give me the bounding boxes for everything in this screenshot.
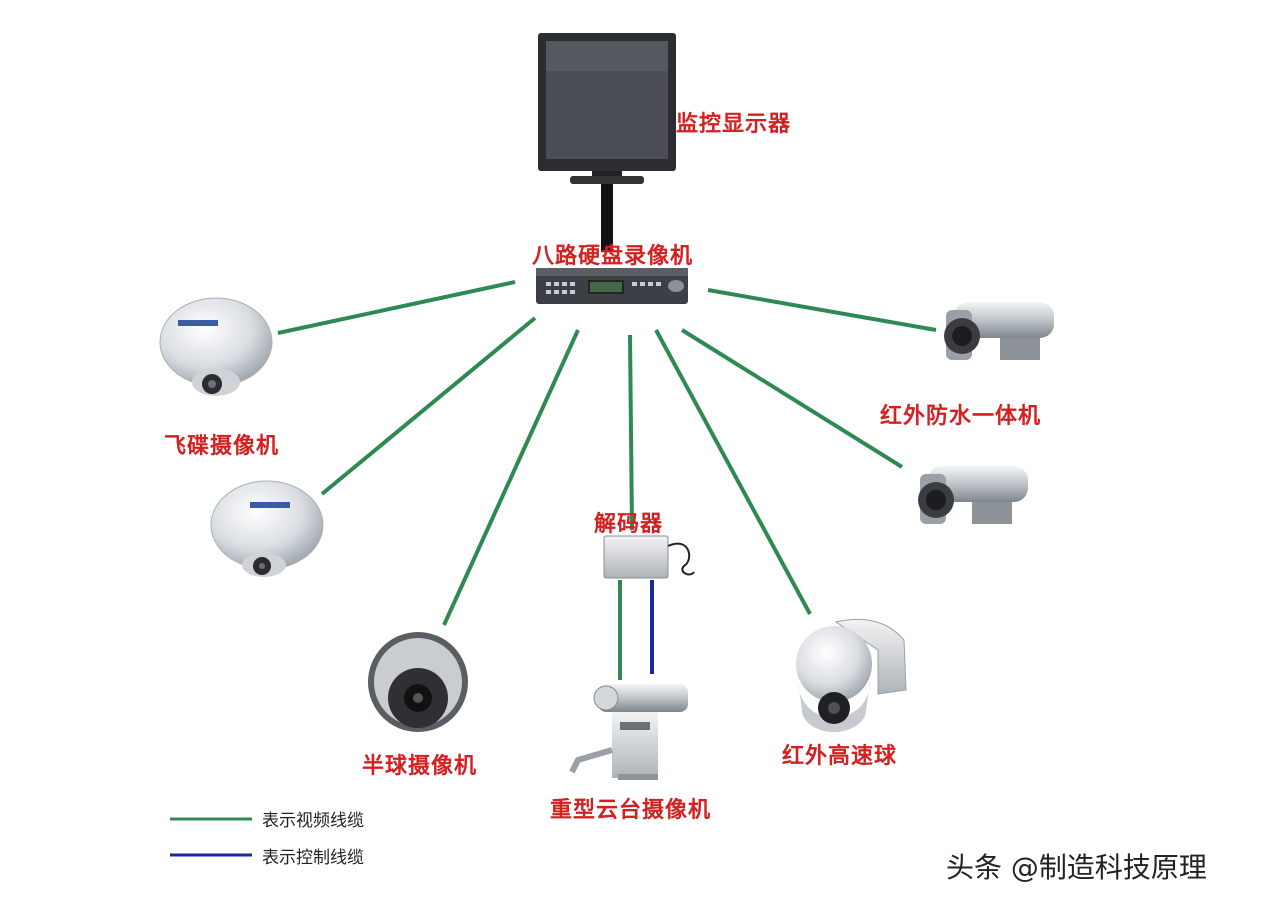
cable-dvr-speed-dome <box>654 329 812 615</box>
cable-dvr-ir-bullet-1 <box>707 288 937 332</box>
decoder-label: 解码器 <box>594 511 664 537</box>
cable-dvr-ufo-camera-2 <box>320 316 537 496</box>
ufo-camera-label: 飞碟摄像机 <box>164 433 280 459</box>
ptz-camera-icon <box>569 684 688 780</box>
ufo-camera-icon <box>159 297 273 396</box>
dvr-icon <box>536 268 688 304</box>
legend-control-text: 表示控制线缆 <box>262 848 364 868</box>
ir-speed-dome-label: 红外高速球 <box>782 743 898 769</box>
cable-dvr-dome-camera <box>442 329 580 626</box>
dvr-label: 八路硬盘录像机 <box>532 243 694 269</box>
ir-bullet-label: 红外防水一体机 <box>880 403 1042 429</box>
decoder-icon <box>603 535 695 579</box>
ir-bullet-camera-icon <box>944 302 1054 360</box>
cable-dvr-decoder <box>628 334 634 531</box>
dome-camera-icon <box>368 632 468 732</box>
monitor-label: 监控显示器 <box>676 111 792 137</box>
ir-bullet-camera-icon <box>918 466 1028 524</box>
video-cables <box>277 280 937 680</box>
ufo-camera-icon <box>210 480 324 577</box>
cable-dvr-ufo-camera-1 <box>277 280 516 335</box>
watermark: 头条 @制造科技原理 <box>946 851 1207 884</box>
legend-video-text: 表示视频线缆 <box>262 811 364 831</box>
ir-speed-dome-icon <box>796 618 907 732</box>
dome-camera-label: 半球摄像机 <box>362 753 478 779</box>
ptz-camera-label: 重型云台摄像机 <box>550 797 712 823</box>
cable-dvr-ir-bullet-2 <box>680 328 904 469</box>
monitor-icon <box>538 33 676 252</box>
